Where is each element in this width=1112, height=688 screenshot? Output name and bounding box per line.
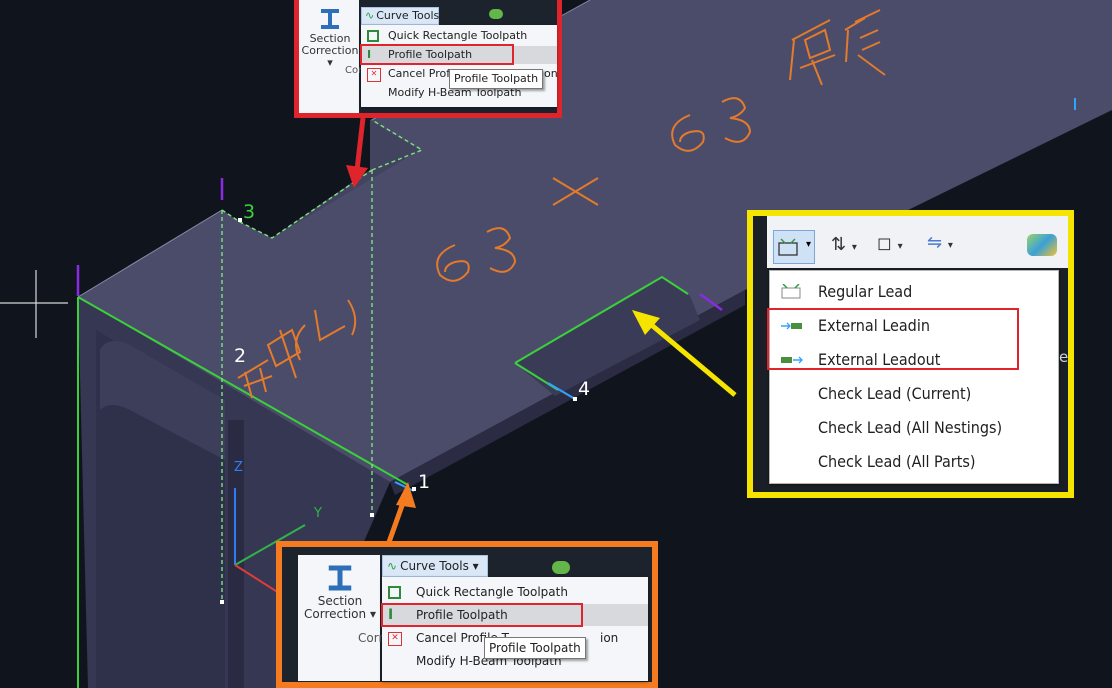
curve-tools-label: Curve Tools xyxy=(376,9,440,22)
regular-lead-toolbar-icon xyxy=(778,238,798,256)
h-beam-icon xyxy=(328,565,352,591)
menu-item-external-leadin[interactable]: External Leadin xyxy=(770,309,1058,343)
external-leadout-icon xyxy=(781,356,803,364)
purple-markers xyxy=(76,178,723,312)
top-callout-frame: Section Correction ▾ Corr ∿Curve Tools ▾… xyxy=(294,0,562,118)
point-label-1: 1 xyxy=(418,471,431,493)
steel-edge-highlight xyxy=(77,209,223,298)
regular-lead-icon xyxy=(781,284,801,299)
point-label-3: 3 xyxy=(243,201,256,223)
external-leadin-icon xyxy=(781,322,802,330)
yellow-callout-arrow xyxy=(632,310,737,397)
lead-stubs xyxy=(394,98,1076,492)
group-label-fragment: Corr xyxy=(345,65,367,76)
profile-toolpath-lines xyxy=(77,275,689,688)
steel-fillet-shade xyxy=(100,341,225,460)
red-callout-arrow xyxy=(346,117,368,188)
section-correction-button[interactable]: Section Correction ▾ xyxy=(300,563,380,621)
curve-tools-icon: ∿ xyxy=(365,9,375,22)
rectangle-toolpath-icon xyxy=(367,30,379,42)
steel-notch-recess xyxy=(515,277,700,396)
h-beam-icon xyxy=(321,9,339,29)
menu-item-regular-lead[interactable]: Regular Lead xyxy=(770,275,1058,309)
sort-icon[interactable]: ⇅ ▾ xyxy=(831,234,857,255)
point-markers xyxy=(220,218,577,604)
menu-item-profile-toolpath[interactable]: I Profile Toolpath xyxy=(361,46,557,64)
profile-toolpath-highlight xyxy=(381,603,583,627)
curve-tools-icon: ∿ xyxy=(387,559,398,573)
axis-label-z: Z xyxy=(234,460,243,475)
curve-tools-button[interactable]: ∿Curve Tools ▾ xyxy=(361,7,448,25)
engraved-text xyxy=(237,9,886,399)
profile-toolpath-tooltip: Profile Toolpath xyxy=(484,637,586,659)
profile-toolpath-icon: I xyxy=(367,48,372,61)
check-icon xyxy=(552,561,570,574)
menu-item-external-leadout[interactable]: External Leadout xyxy=(770,343,1058,377)
external-lead-highlight xyxy=(767,308,1019,370)
menu-item-check-lead-all-parts[interactable]: Check Lead (All Parts) xyxy=(818,452,976,471)
section-correction-label-2: Correction xyxy=(304,607,367,621)
menu-item-check-lead-all-nestings[interactable]: Check Lead (All Nestings) xyxy=(818,418,1003,437)
color-palette-icon[interactable] xyxy=(1027,234,1057,256)
menu-item-quick-rectangle[interactable]: Quick Rectangle Toolpath xyxy=(361,27,557,45)
profile-toolpath-tooltip: Profile Toolpath xyxy=(449,69,544,89)
profile-toolpath-highlight xyxy=(360,44,514,65)
rectangle-toolpath-icon xyxy=(388,586,401,599)
lead-callout-frame: ▾ ⇅ ▾ ◻ ▾ ⇋ ▾ Regular Lead External Lead… xyxy=(747,210,1074,498)
section-correction-label-2: Correction xyxy=(301,44,359,57)
steel-top-surface xyxy=(78,0,1112,482)
section-correction-label-1: Section xyxy=(317,594,363,608)
dropdown-arrow-icon: ▾ xyxy=(805,239,811,250)
menu-item-check-lead-current[interactable]: Check Lead (Current) xyxy=(818,384,972,403)
lead-toolbar: ▾ ⇅ ▾ ◻ ▾ ⇋ ▾ xyxy=(767,216,1068,268)
check-icon xyxy=(489,9,503,19)
corner-shape-icon[interactable]: ◻ ▾ xyxy=(877,233,903,254)
cancel-icon: ✕ xyxy=(367,68,381,82)
curve-tools-menu: Quick Rectangle Toolpath I Profile Toolp… xyxy=(382,577,648,681)
section-correction-label-1: Section xyxy=(309,32,351,45)
profile-toolpath-icon: I xyxy=(388,607,394,623)
curve-tools-menu: Quick Rectangle Toolpath I Profile Toolp… xyxy=(361,25,558,107)
cut-off-label-fragment: e xyxy=(1059,348,1069,366)
steel-notch-back xyxy=(272,120,420,238)
lead-menu: Regular Lead External Leadin External Le… xyxy=(769,270,1059,484)
cancel-icon: ✕ xyxy=(388,632,402,646)
curve-tools-label: Curve Tools xyxy=(400,559,469,573)
crosshair-cursor xyxy=(0,270,68,338)
menu-item-modify-hbeam[interactable]: Modify H-Beam Toolpath xyxy=(388,86,522,99)
lead-type-button[interactable]: ▾ xyxy=(773,230,815,264)
point-label-2: 2 xyxy=(234,345,247,367)
curve-tools-button[interactable]: ∿Curve Tools ▾ xyxy=(382,555,488,577)
section-correction-button[interactable]: Section Correction ▾ xyxy=(301,7,359,69)
orange-callout-arrow xyxy=(385,482,416,546)
group-label-fragment: Corr xyxy=(358,631,384,645)
axis-label-y: Y xyxy=(314,506,322,521)
dashed-toolpath-lines xyxy=(221,119,424,600)
lead-distribute-icon[interactable]: ⇋ ▾ xyxy=(927,232,953,253)
bottom-callout-frame: Section Correction ▾ Corr ∿Curve Tools ▾… xyxy=(276,541,658,688)
point-label-4: 4 xyxy=(578,378,591,400)
menu-item-quick-rectangle[interactable]: Quick Rectangle Toolpath xyxy=(382,581,648,603)
